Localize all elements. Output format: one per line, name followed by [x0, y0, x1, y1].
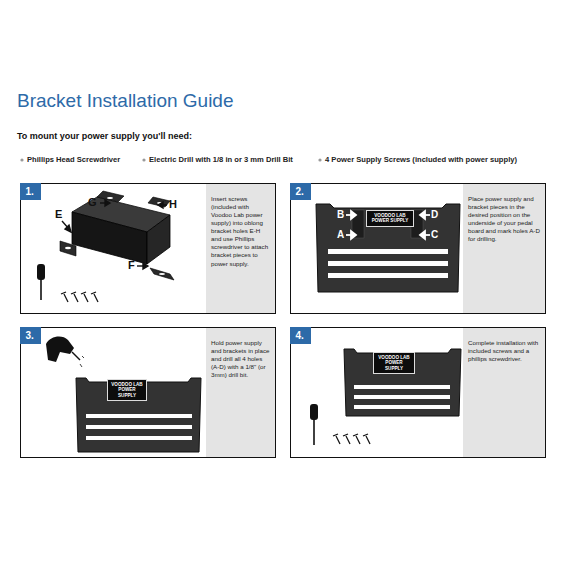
bullet-item: Electric Drill with 1/8 in or 3 mm Drill… — [149, 155, 293, 164]
bullet-item: 4 Power Supply Screws (included with pow… — [325, 155, 517, 164]
power-supply-text: VOODOO LAB POWER SUPPLY — [110, 382, 144, 398]
bullet-dot — [20, 158, 23, 161]
step-description: Complete installation with included scre… — [463, 328, 545, 457]
leader-arrows — [62, 200, 167, 269]
bullet-item: Phillips Head Screwdriver — [27, 155, 120, 164]
power-supply-label: VOODOO LAB POWER SUPPLY — [107, 379, 147, 401]
drill-icon — [46, 337, 84, 367]
bullet-dot — [142, 158, 145, 161]
step-panel: 3. Hold power supply and brackets in plac… — [20, 327, 276, 458]
step-number: 3. — [20, 327, 41, 344]
step-description: Insert screws (included with Voodoo Lab … — [206, 184, 275, 313]
pedal-board — [344, 349, 461, 416]
power-supply-label: VOODOO LAB POWER SUPPLY — [366, 210, 414, 227]
step-number: 4. — [290, 327, 311, 344]
step-panel: 4. Complete installation with included sc… — [290, 327, 546, 458]
power-supply-text: VOODOO LAB POWER SUPPLY — [369, 213, 411, 224]
screwdriver-icon — [37, 264, 45, 300]
power-supply-text: VOODOO LAB POWER SUPPLY — [376, 355, 412, 371]
pedal-board — [76, 378, 201, 452]
part-letter: G — [88, 196, 97, 208]
screws-icon — [61, 292, 98, 302]
hole-letter: C — [431, 229, 438, 240]
part-letter: H — [169, 198, 177, 210]
power-supply-figure — [60, 191, 174, 280]
hole-letter: A — [337, 229, 344, 240]
screwdriver-icon — [310, 404, 318, 445]
hole-arrows — [346, 211, 430, 239]
page-title: Bracket Installation Guide — [17, 90, 234, 112]
subheading: To mount your power supply you'll need: — [17, 131, 192, 141]
step-panel: 2. Place power supply and bracket pieces … — [290, 183, 546, 314]
step-number: 2. — [290, 183, 311, 200]
step-number: 1. — [20, 183, 41, 200]
part-letter: E — [55, 208, 62, 220]
screws-icon — [333, 434, 370, 444]
hole-letter: B — [337, 209, 344, 220]
pedal-board — [316, 204, 460, 292]
part-letter: F — [128, 259, 135, 271]
step-panel: 1. Insert screws (included with Voodoo La… — [20, 183, 276, 314]
bullet-dot — [318, 158, 321, 161]
hole-letter: D — [431, 209, 438, 220]
power-supply-label: VOODOO LAB POWER SUPPLY — [373, 352, 415, 374]
step-description: Hold power supply and brackets in place … — [206, 328, 275, 457]
step-description: Place power supply and bracket pieces in… — [463, 184, 545, 313]
